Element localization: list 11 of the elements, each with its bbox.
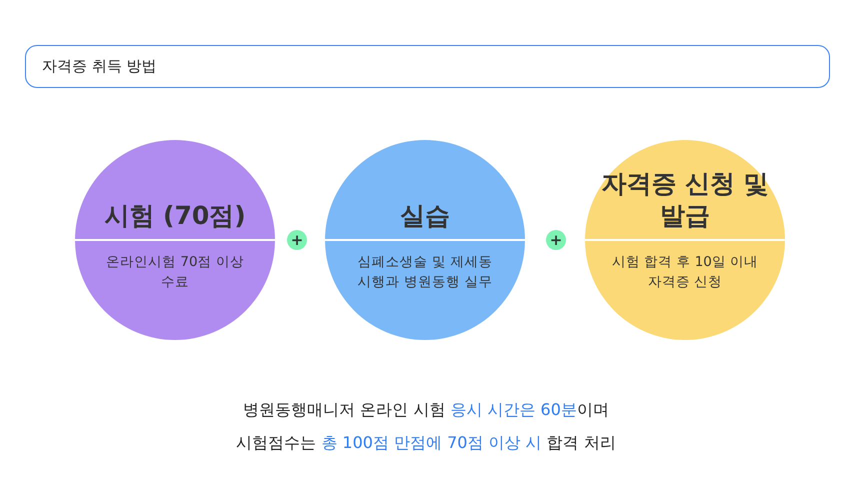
- circle-heading: 시험 (70점): [103, 200, 247, 232]
- plus-badge: +: [287, 230, 307, 250]
- circle-heading: 실습: [399, 200, 451, 232]
- circle-heading: 자격증 신청 및 발급: [600, 168, 770, 232]
- title-box: 자격증 취득 방법: [25, 45, 830, 88]
- circle-description: 시험 합격 후 10일 이내 자격증 신청: [610, 253, 760, 292]
- circle-description: 심폐소생술 및 제세동 시행과 병원동행 실무: [356, 253, 494, 292]
- plus-badge: +: [546, 230, 566, 250]
- circle-description: 온라인시험 70점 이상 수료: [105, 253, 245, 292]
- note-text: 병원동행매니저 온라인 시험 응시 시간은 60분이며: [242, 400, 610, 421]
- note-text: 시험점수는 총 100점 만점에 70점 이상 시 합격 처리: [235, 433, 617, 454]
